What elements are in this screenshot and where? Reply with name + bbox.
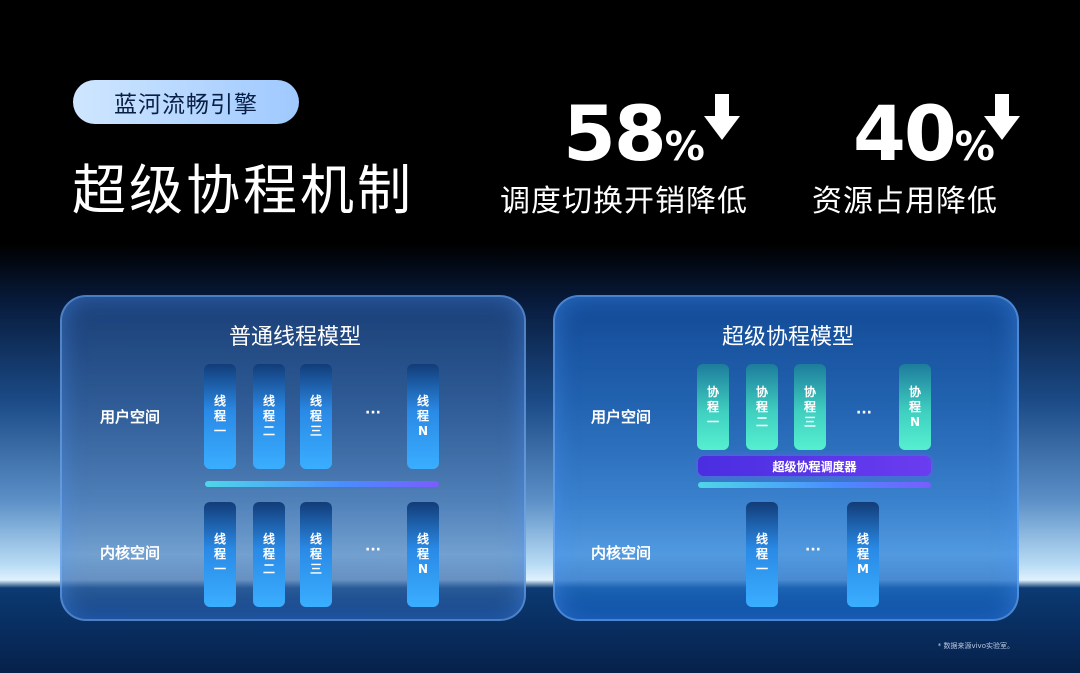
user-space-label: 用户空间 <box>100 408 161 426</box>
panel-title: 普通线程模型 <box>228 325 361 350</box>
stat-caption-1: 调度切换开销降低 <box>500 184 748 219</box>
ellipsis: ··· <box>805 542 821 558</box>
coroutine-2: 协程二 <box>746 364 778 450</box>
arrow-down-icon <box>984 94 1020 140</box>
stat-value-2: 40% <box>853 89 995 178</box>
boundary-bar <box>698 482 931 488</box>
kernel-space-label: 内核空间 <box>591 544 652 562</box>
kernel-thread-2: 线程二 <box>253 502 285 607</box>
kernel-space-label: 内核空间 <box>100 544 161 562</box>
coroutine-1: 协程一 <box>697 364 729 450</box>
ellipsis: ··· <box>365 405 381 421</box>
panel-title: 超级协程模型 <box>721 325 854 350</box>
kernel-thread-1: 线程一 <box>746 502 778 607</box>
user-thread-2: 线程二 <box>253 364 285 469</box>
coroutine-3: 协程三 <box>794 364 826 450</box>
user-space-label: 用户空间 <box>591 408 652 426</box>
page-title: 超级协程机制 <box>72 159 414 222</box>
footnote: * 数据来源vivo实验室。 <box>937 642 1014 650</box>
boundary-bar <box>205 481 439 487</box>
arrow-down-icon <box>704 94 740 140</box>
ellipsis: ··· <box>365 542 381 558</box>
stat-caption-2: 资源占用降低 <box>812 184 998 219</box>
stat-value-1: 58% <box>563 89 705 178</box>
coroutine-scheduler: 超级协程调度器 <box>698 456 931 476</box>
engine-badge: 蓝河流畅引擎 <box>73 80 299 124</box>
ellipsis: ··· <box>856 405 872 421</box>
user-thread-1: 线程一 <box>204 364 236 469</box>
kernel-thread-1: 线程一 <box>204 502 236 607</box>
kernel-thread-3: 线程三 <box>300 502 332 607</box>
user-thread-3: 线程三 <box>300 364 332 469</box>
